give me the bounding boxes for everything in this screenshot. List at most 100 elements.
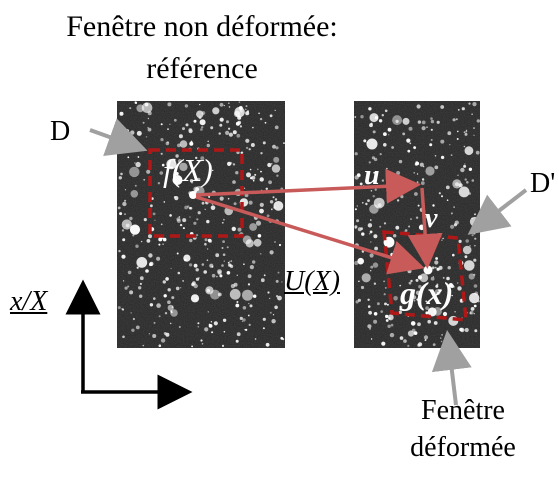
- speckle-dot: [227, 197, 230, 200]
- speckle-dot: [209, 325, 211, 327]
- speckle-dot: [245, 146, 249, 150]
- speckle-dot: [468, 273, 475, 280]
- speckle-dot: [369, 328, 371, 330]
- speckle-dot: [436, 267, 440, 271]
- speckle-dot: [221, 264, 224, 267]
- speckle-dot: [450, 224, 455, 229]
- speckle-dot: [399, 305, 403, 309]
- speckle-dot: [450, 154, 453, 157]
- speckle-dot: [195, 277, 200, 281]
- speckle-dot: [163, 332, 167, 335]
- speckle-dot: [236, 133, 241, 138]
- speckle-dot: [263, 274, 266, 277]
- speckle-dot: [250, 176, 253, 180]
- speckle-dot: [160, 223, 163, 226]
- speckle-dot: [211, 331, 214, 334]
- speckle-dot: [207, 311, 209, 313]
- speckle-dot: [121, 254, 126, 259]
- speckle-dot: [387, 324, 391, 328]
- speckle-dot: [203, 159, 205, 162]
- speckle-dot: [158, 243, 161, 246]
- speckle-dot: [167, 300, 171, 305]
- speckle-dot: [117, 206, 121, 210]
- speckle-dot: [204, 327, 209, 332]
- speckle-dot: [124, 199, 127, 202]
- speckle-dot: [402, 132, 406, 136]
- speckle-dot: [448, 283, 453, 288]
- speckle-dot: [465, 239, 470, 243]
- speckle-dot: [411, 328, 416, 333]
- speckle-dot: [167, 102, 172, 107]
- speckle-dot: [369, 113, 379, 123]
- deformed-speckle-image: [354, 101, 480, 348]
- speckle-dot: [421, 120, 426, 125]
- speckle-dot: [393, 234, 397, 238]
- speckle-dot: [217, 292, 222, 297]
- speckle-dot: [427, 307, 437, 317]
- speckle-dot: [269, 200, 274, 204]
- speckle-dot: [129, 166, 140, 178]
- speckle-dot: [367, 298, 370, 301]
- speckle-dot: [138, 286, 142, 290]
- speckle-dot: [430, 119, 435, 124]
- speckle-dot: [383, 293, 386, 296]
- speckle-dot: [463, 131, 466, 134]
- speckle-dot: [123, 280, 125, 282]
- speckle-dot: [260, 170, 262, 173]
- speckle-dot: [267, 291, 270, 294]
- speckle-dot: [370, 190, 373, 192]
- speckle-dot: [357, 298, 361, 302]
- speckle-dot: [197, 322, 200, 325]
- speckle-dot: [160, 338, 166, 343]
- speckle-dot: [255, 220, 262, 226]
- speckle-dot: [136, 257, 148, 268]
- speckle-dot: [386, 167, 388, 170]
- speckle-dot: [245, 108, 247, 111]
- speckle-dot: [229, 260, 231, 262]
- speckle-dot: [452, 118, 456, 122]
- speckle-dot: [356, 219, 360, 223]
- speckle-dot: [197, 325, 200, 328]
- speckle-dot: [367, 324, 372, 329]
- speckle-dot: [129, 107, 132, 110]
- speckle-dot: [253, 238, 262, 247]
- speckle-dot: [218, 132, 221, 135]
- speckle-dot: [219, 274, 223, 278]
- speckle-dot: [370, 338, 373, 340]
- speckle-dot: [468, 102, 471, 105]
- speckle-dot: [418, 285, 422, 289]
- speckle-dot: [359, 182, 363, 186]
- speckle-dot: [436, 120, 440, 124]
- speckle-dot: [475, 150, 480, 155]
- speckle-dot: [152, 212, 156, 216]
- speckle-dot: [132, 317, 135, 321]
- speckle-dot: [354, 227, 357, 229]
- speckle-dot: [441, 195, 443, 198]
- speckle-dot: [399, 336, 404, 340]
- speckle-dot: [269, 311, 272, 314]
- speckle-dot: [438, 233, 441, 235]
- speckle-dot: [130, 190, 139, 198]
- speckle-dot: [373, 157, 378, 162]
- speckle-dot: [419, 273, 429, 283]
- speckle-dot: [432, 204, 435, 207]
- speckle-dot: [369, 230, 373, 234]
- speckle-dot: [277, 271, 280, 274]
- speckle-dot: [421, 126, 426, 131]
- speckle-dot: [372, 130, 376, 134]
- speckle-dot: [228, 127, 231, 130]
- speckle-dot: [230, 260, 233, 262]
- speckle-dot: [204, 238, 208, 242]
- speckle-dot: [447, 266, 451, 270]
- speckle-dot: [417, 183, 420, 186]
- speckle-dot: [195, 156, 198, 160]
- speckle-dot: [415, 216, 419, 219]
- speckle-dot: [370, 219, 372, 221]
- speckle-dot: [417, 322, 421, 327]
- speckle-dot: [130, 130, 135, 135]
- speckle-dot: [242, 235, 252, 245]
- speckle-dot: [454, 311, 456, 313]
- speckle-dot: [425, 306, 429, 310]
- speckle-dot: [265, 187, 268, 190]
